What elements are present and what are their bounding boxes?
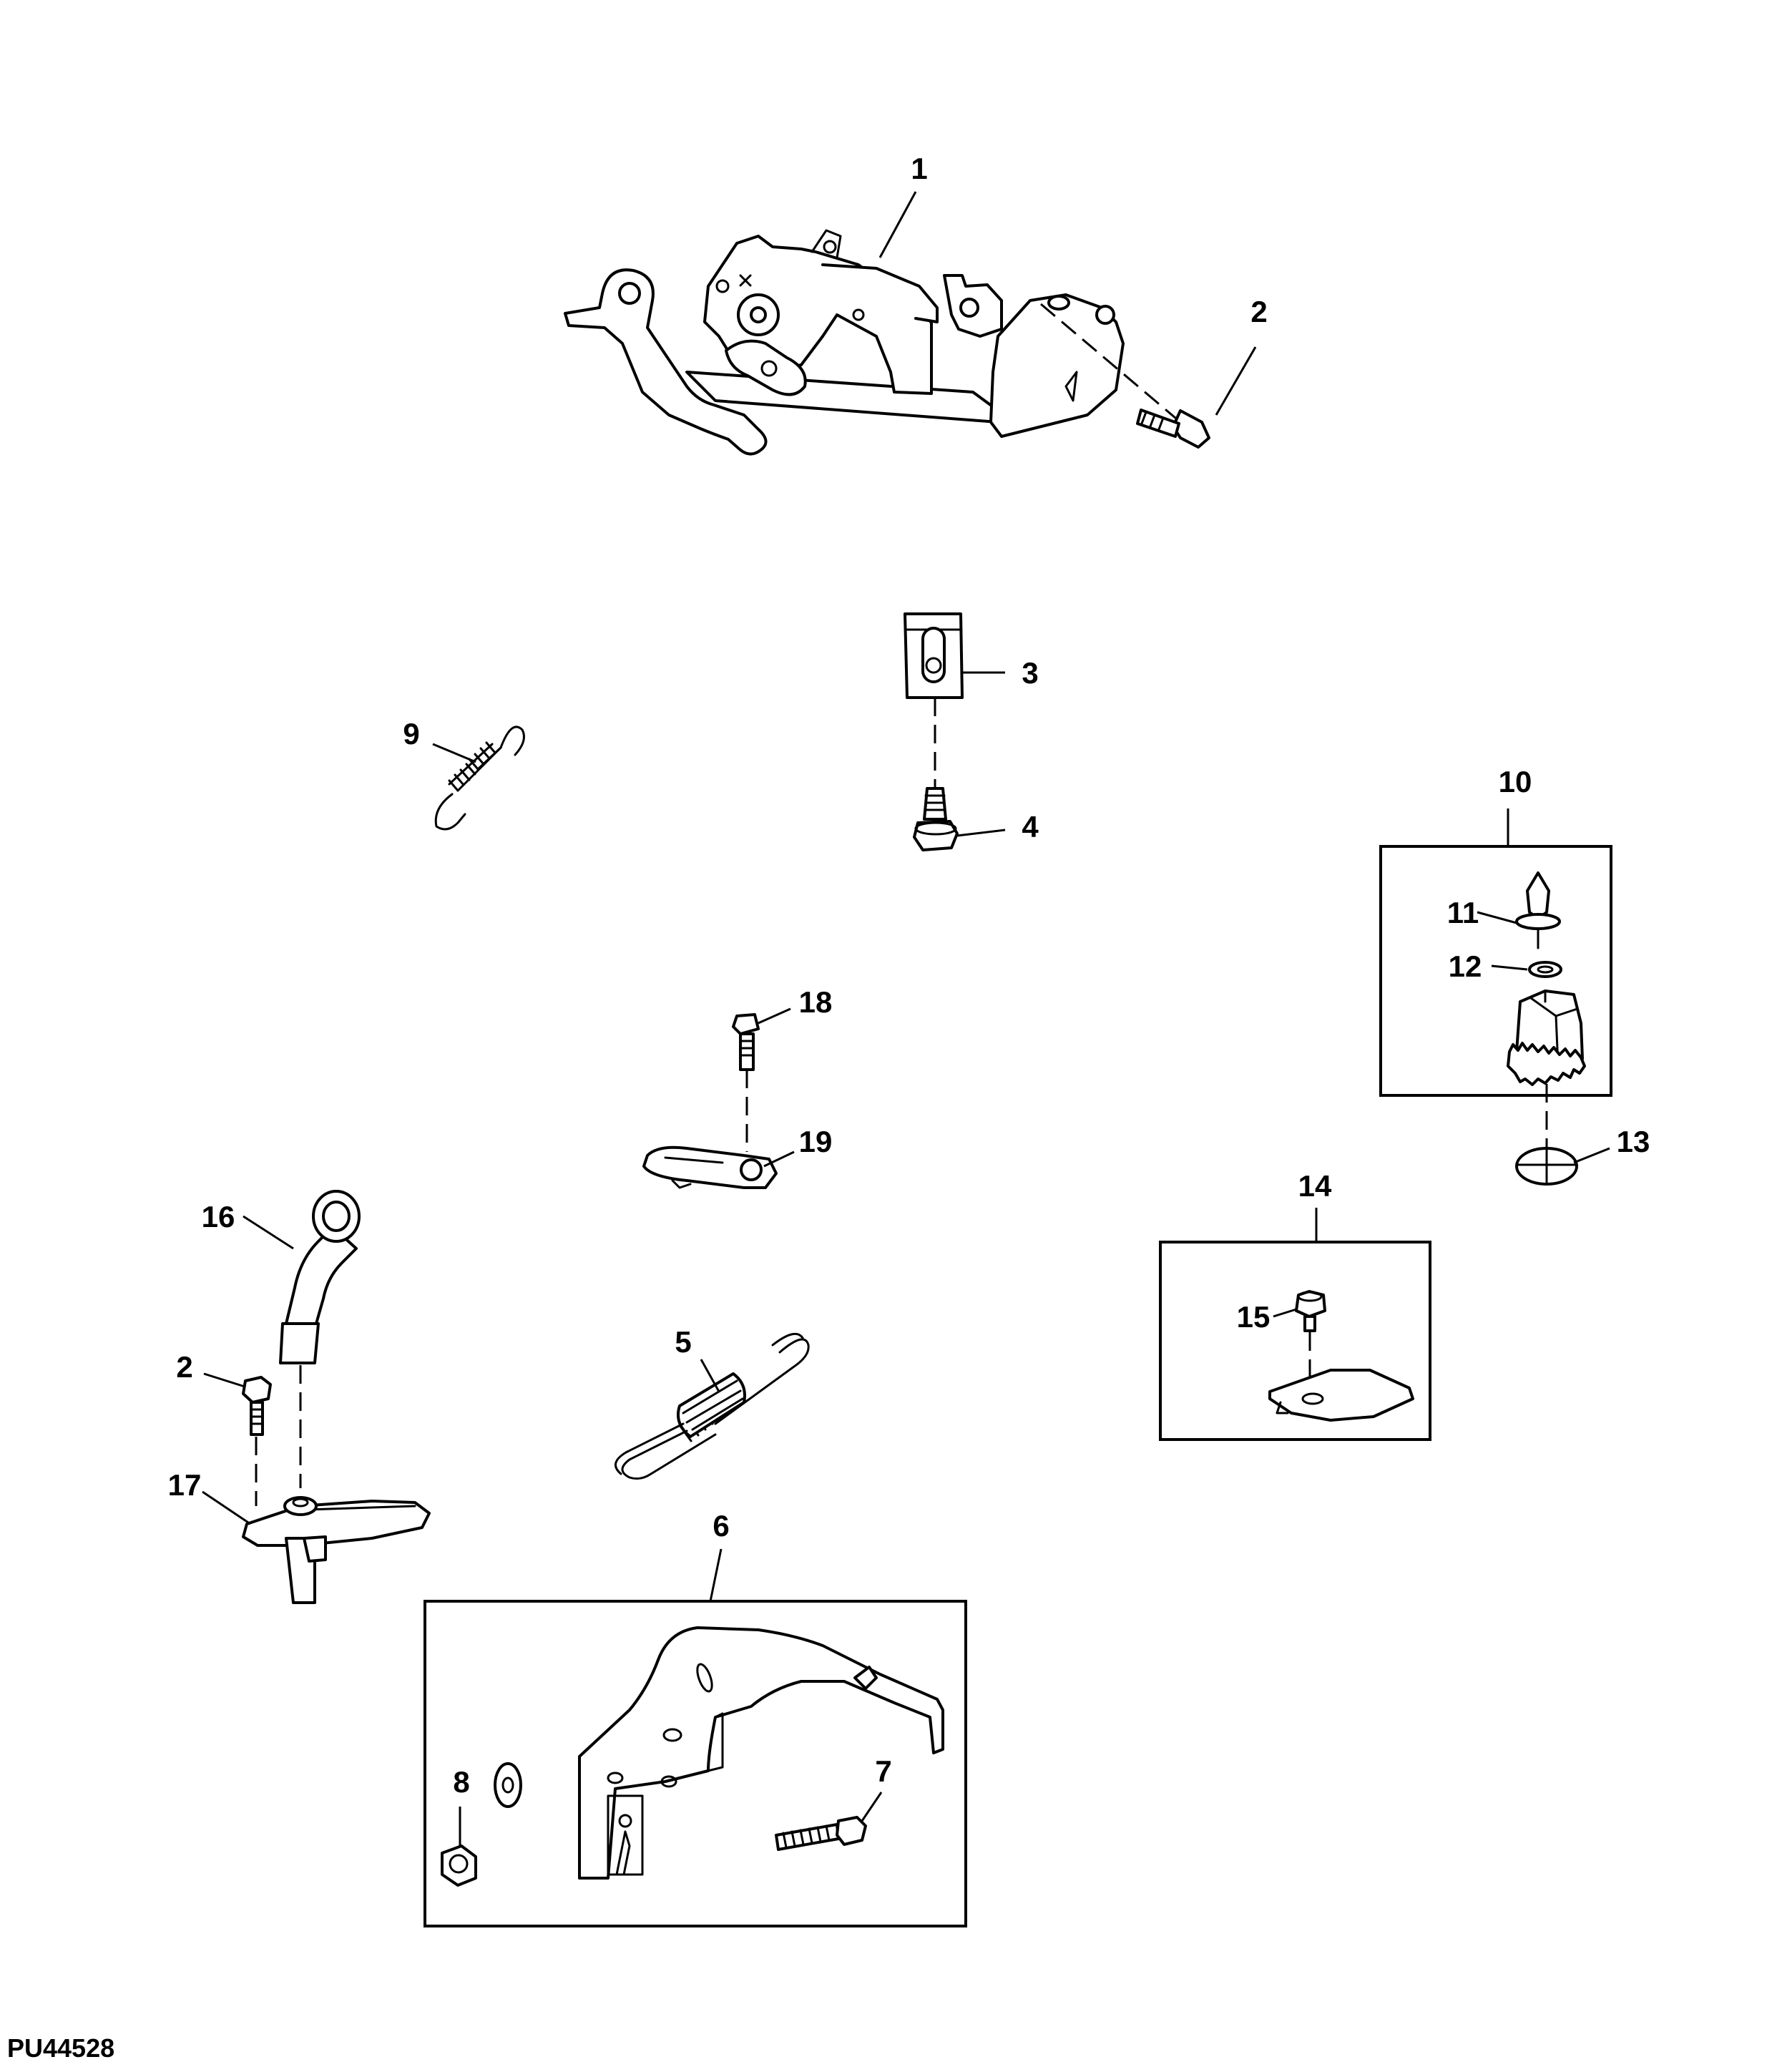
callout-8: 8	[453, 1765, 469, 1799]
callout-17: 17	[168, 1468, 202, 1502]
part-1-control-bracket	[564, 229, 1125, 456]
callout-3: 3	[1022, 656, 1038, 690]
callout-15: 15	[1237, 1300, 1271, 1334]
part-17-plate-shaft	[242, 1496, 431, 1604]
callout-7: 7	[875, 1754, 891, 1788]
callout-16: 16	[202, 1200, 235, 1233]
part-plate-14	[1268, 1369, 1414, 1422]
part-gear-knob	[1507, 989, 1586, 1086]
part-19-lever	[642, 1145, 778, 1189]
part-6-bracket	[578, 1626, 944, 1880]
part-3-slotted-clip	[904, 612, 964, 699]
callout-5: 5	[675, 1325, 691, 1359]
callout-10: 10	[1499, 765, 1532, 798]
callout-19: 19	[799, 1125, 833, 1158]
kit-box-6	[424, 1600, 967, 1927]
kit-box-10	[1379, 845, 1612, 1097]
part-4-screw	[913, 787, 959, 851]
callout-11: 11	[1447, 896, 1479, 929]
callout-18: 18	[799, 985, 833, 1019]
part-16-elbow-tube	[279, 1190, 361, 1364]
part-13-cap	[1515, 1147, 1578, 1186]
callout-9: 9	[403, 717, 419, 751]
callout-4: 4	[1022, 810, 1039, 844]
part-11-push-pin	[1515, 871, 1561, 949]
part-9-extension-spring	[434, 725, 525, 831]
callout-6: 6	[713, 1509, 729, 1543]
figure-id: PU44528	[7, 2033, 114, 2063]
callout-2-lower: 2	[176, 1350, 192, 1384]
callout-12: 12	[1449, 949, 1482, 983]
callout-13: 13	[1617, 1125, 1650, 1158]
callout-1: 1	[911, 152, 927, 185]
kit-box-14	[1159, 1241, 1431, 1441]
part-2-bolt-lower	[242, 1376, 272, 1436]
part-12-o-ring	[1528, 961, 1562, 978]
part-2-bolt-upper	[1136, 409, 1210, 449]
callout-2-upper: 2	[1250, 295, 1267, 328]
part-18-bolt	[732, 1013, 760, 1071]
part-8-nut	[441, 1844, 477, 1887]
part-7-screw	[775, 1816, 867, 1851]
part-15-bolt	[1295, 1290, 1326, 1332]
part-5-extension-spring	[615, 1332, 810, 1480]
callout-14: 14	[1298, 1169, 1332, 1203]
part-washer	[494, 1762, 522, 1808]
